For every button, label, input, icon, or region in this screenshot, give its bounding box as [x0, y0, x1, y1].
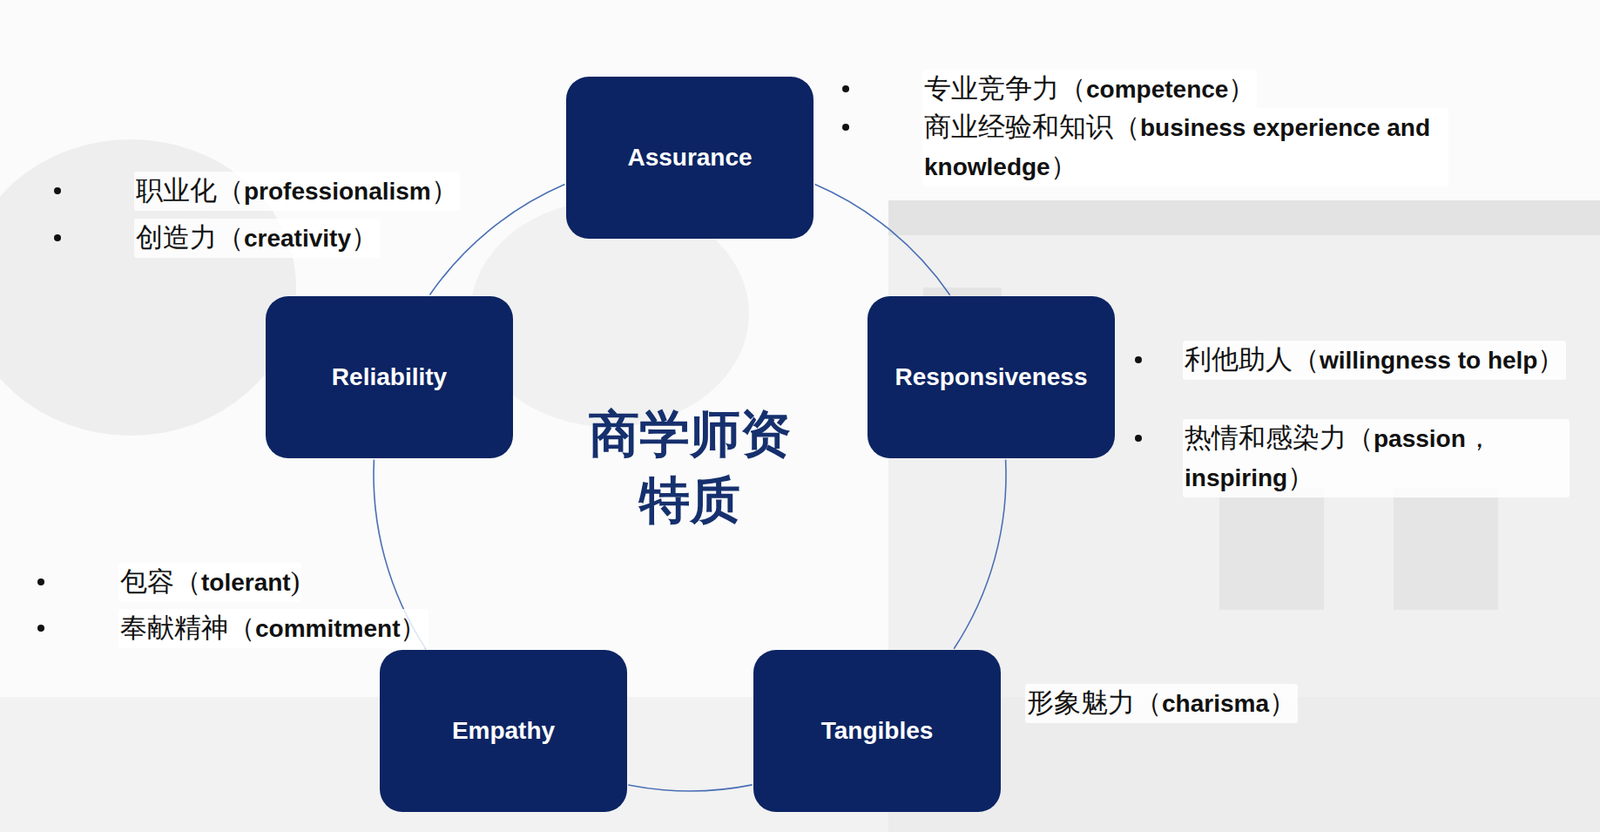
quality-box: Assurance — [566, 76, 814, 239]
latin-run: inspiring — [1184, 464, 1288, 492]
bullet — [37, 624, 45, 632]
box-title: Empathy — [452, 716, 555, 745]
trait-note: 专业竞争力（competence） — [922, 69, 1257, 109]
latin-run: professionalism — [243, 177, 432, 205]
box-title: Tangibles — [821, 716, 934, 745]
latin-run: commitment — [255, 614, 400, 642]
box-title: Reliability — [331, 363, 447, 392]
ring-arc — [953, 459, 1006, 649]
bullet — [842, 123, 850, 131]
trait-note: 商业经验和知识（business experience and knowledg… — [922, 108, 1449, 187]
trait-note: 创造力（creativity） — [134, 218, 380, 258]
trait-note: 奉献精神（commitment） — [118, 608, 429, 649]
latin-run: creativity — [243, 224, 352, 252]
trait-note: 形象魅力（charisma） — [1025, 683, 1298, 723]
ring-arc — [815, 184, 951, 296]
latin-run: business experience and knowledge — [924, 114, 1431, 181]
bullet — [54, 234, 61, 242]
latin-run: tolerant — [201, 568, 291, 596]
bullet — [1134, 356, 1142, 364]
bullet — [1134, 434, 1142, 442]
center-title: 商学师资 特质 — [559, 400, 821, 534]
window — [1393, 487, 1499, 610]
trait-note: 热情和感染力（passion，inspiring） — [1182, 418, 1570, 498]
bullet — [842, 85, 850, 93]
latin-run: willingness to help — [1319, 346, 1538, 374]
latin-run: competence — [1086, 75, 1229, 103]
quality-box: Responsiveness — [867, 296, 1115, 459]
trait-note: 职业化（professionalism） — [134, 171, 460, 211]
quality-box: Empathy — [379, 649, 628, 812]
latin-run: passion — [1373, 425, 1466, 453]
quality-box: Tangibles — [753, 649, 1001, 812]
latin-run: charisma — [1161, 689, 1270, 717]
window — [1219, 487, 1324, 610]
ring-arc — [627, 784, 752, 791]
box-title: Assurance — [627, 143, 752, 172]
building-roof — [888, 200, 1600, 236]
quality-box: Reliability — [265, 296, 514, 459]
bullet — [54, 187, 61, 195]
trait-note: 利他助人（willingness to help） — [1182, 340, 1567, 380]
trait-note: 包容（tolerant) — [118, 562, 302, 602]
bullet — [37, 578, 45, 586]
box-title: Responsiveness — [895, 363, 1088, 392]
